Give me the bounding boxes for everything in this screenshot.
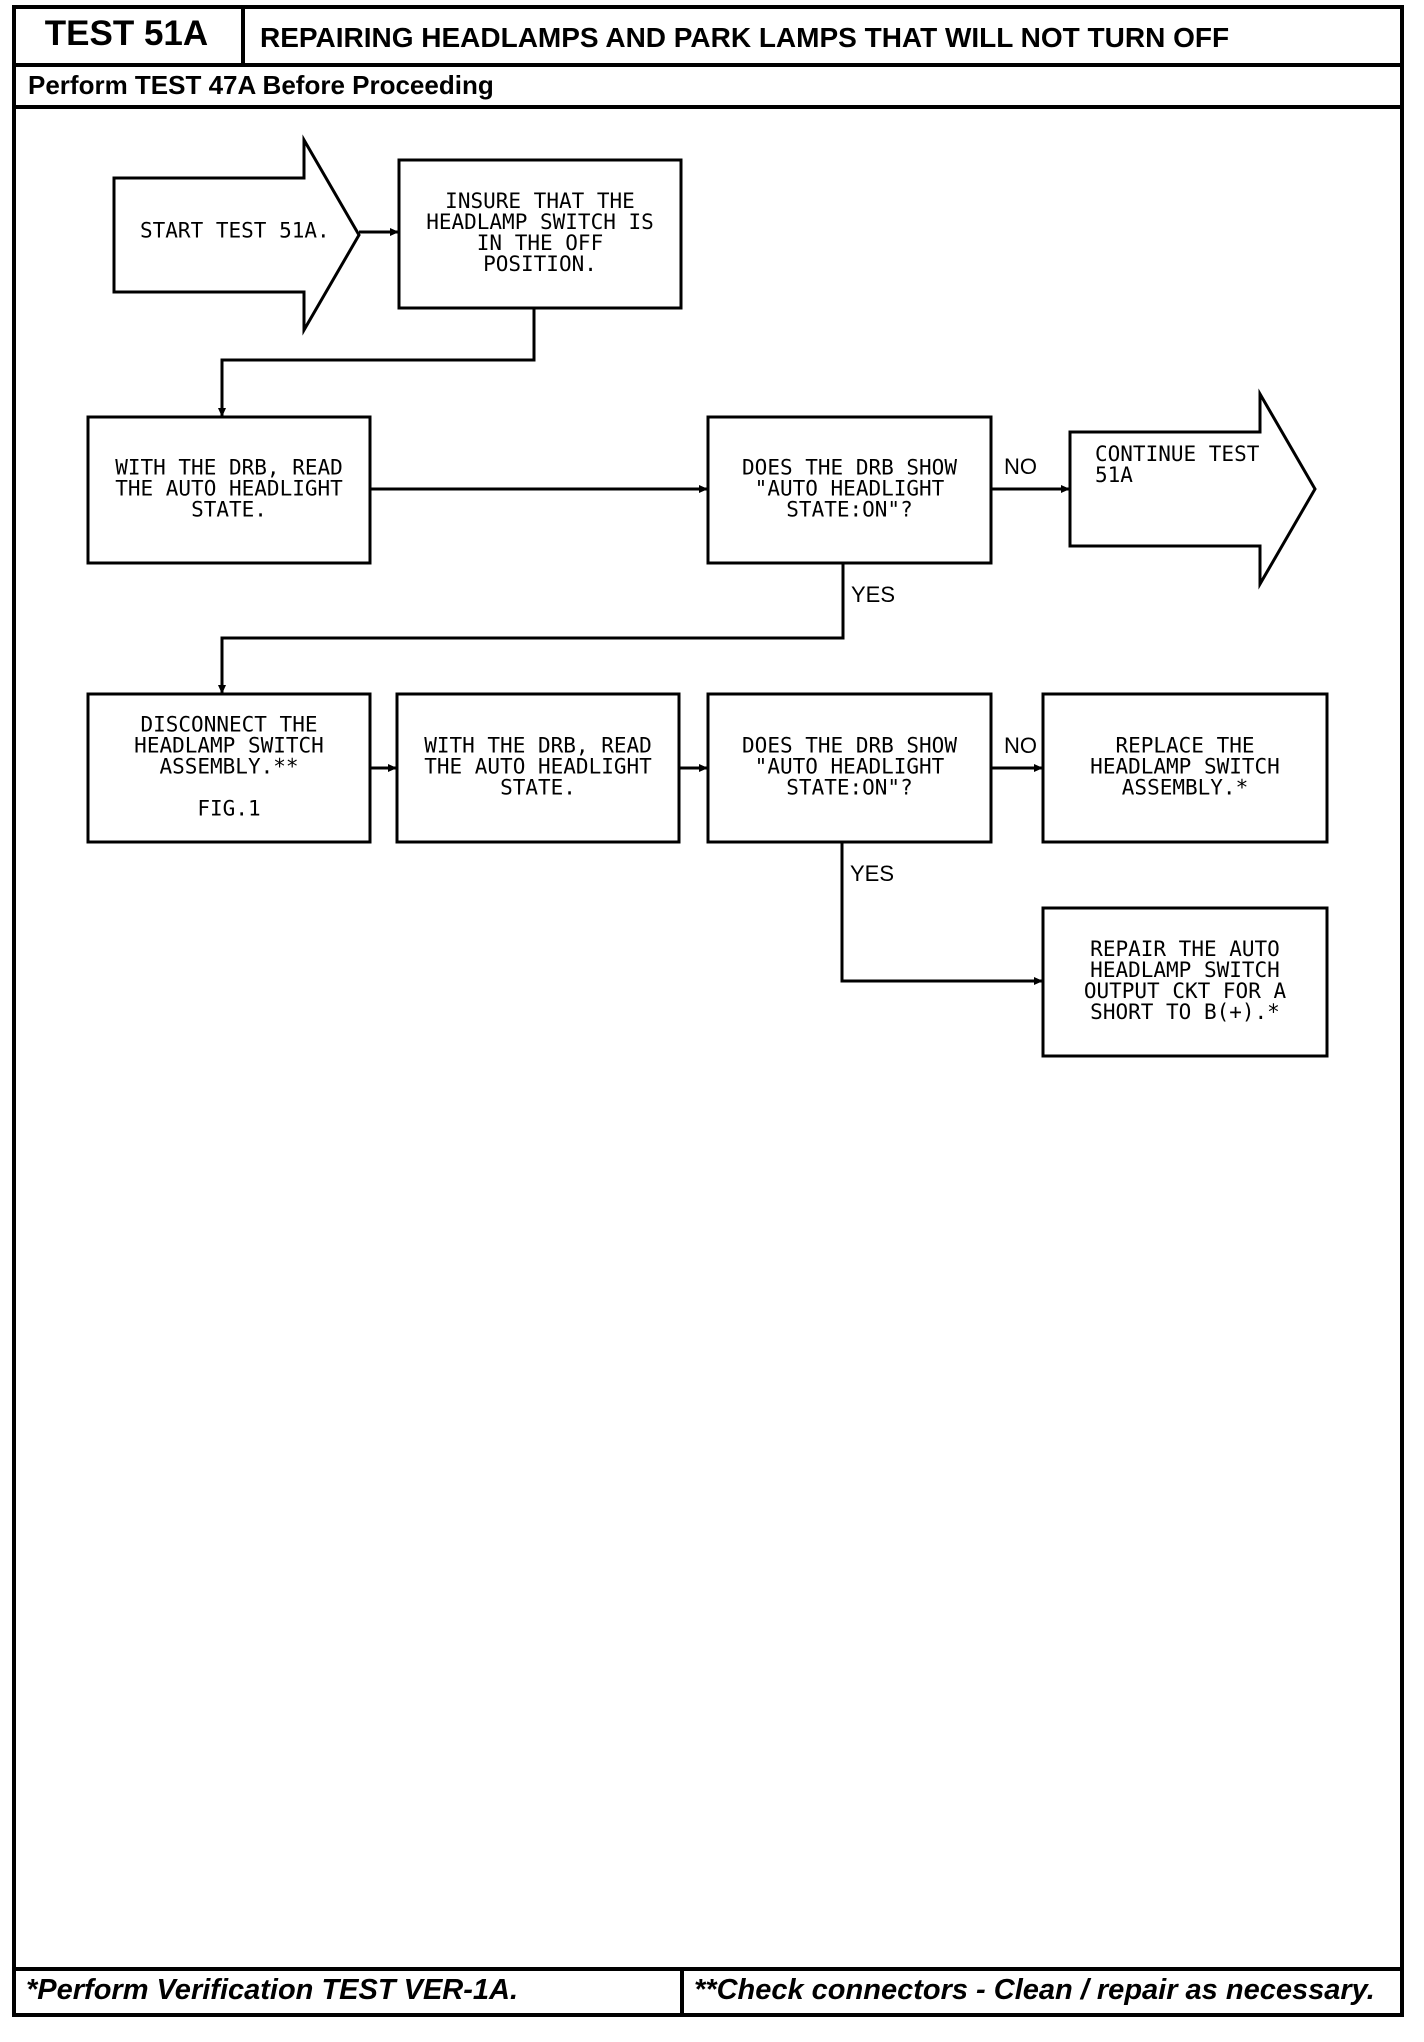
node-text-line: CONTINUE TEST: [1095, 442, 1260, 466]
node-text-line: 51A: [1095, 463, 1133, 487]
process-box: [395, 692, 681, 844]
page-title: REPAIRING HEADLAMPS AND PARK LAMPS THAT …: [260, 22, 1230, 53]
node-text-line: IN THE OFF: [477, 231, 603, 255]
flow-edge-decision2-to-repair: [840, 842, 1043, 985]
node-text-line: OUTPUT CKT FOR A: [1084, 979, 1287, 1003]
node-text-line: ASSEMBLY.**: [159, 755, 298, 779]
flow-node-decision2: DOES THE DRB SHOW"AUTO HEADLIGHTSTATE:ON…: [706, 692, 993, 844]
edge-label-yes: YES: [851, 582, 895, 607]
flow-node-decision1: DOES THE DRB SHOW"AUTO HEADLIGHTSTATE:ON…: [706, 415, 993, 565]
process-box: [706, 415, 993, 565]
flow-edge-decision1-to-disconnect: [218, 563, 845, 694]
node-text-line: HEADLAMP SWITCH IS: [426, 210, 654, 234]
edge-label-yes: YES: [850, 861, 894, 886]
node-text-line: REPAIR THE AUTO: [1090, 937, 1280, 961]
node-text-line: STATE.: [191, 498, 267, 522]
arrow-shape: [112, 134, 361, 336]
page-frame: [12, 5, 1404, 2017]
edges-layer: [218, 228, 1070, 985]
edge-labels-layer: NO YES NO YES: [850, 454, 1037, 886]
node-text-line: DOES THE DRB SHOW: [742, 456, 957, 480]
node-text-line: HEADLAMP SWITCH: [134, 734, 324, 758]
process-box: [86, 415, 372, 565]
node-text-line: THE AUTO HEADLIGHT: [424, 755, 652, 779]
node-text-line: FIG.1: [197, 797, 260, 821]
footer-column-divider: [680, 1967, 684, 2017]
node-text-line: "AUTO HEADLIGHT: [755, 477, 945, 501]
node-text-line: INSURE THAT THE: [445, 189, 635, 213]
process-box: [706, 692, 993, 844]
verification-note: *Perform Verification TEST VER-1A.: [26, 1974, 519, 2006]
node-text-line: SHORT TO B(+).*: [1090, 1000, 1280, 1024]
node-text-line: ASSEMBLY.*: [1122, 776, 1248, 800]
node-text-line: DISCONNECT THE: [140, 713, 317, 737]
node-text-line: REPLACE THE: [1115, 734, 1254, 758]
node-text-line: "AUTO HEADLIGHT: [755, 755, 945, 779]
arrow-shape: [1068, 388, 1317, 590]
node-text-line: STATE:ON"?: [786, 776, 912, 800]
prerequisite-note: Perform TEST 47A Before Proceeding: [28, 70, 494, 100]
edge-label-no: NO: [1004, 733, 1037, 758]
process-box: [397, 158, 683, 310]
node-text-line: HEADLAMP SWITCH: [1090, 755, 1280, 779]
process-box: [1041, 906, 1329, 1058]
footer-divider: [12, 1967, 1404, 1971]
node-text-line: STATE.: [500, 776, 576, 800]
node-text-line: DOES THE DRB SHOW: [742, 734, 957, 758]
node-text-line: WITH THE DRB, READ: [424, 734, 652, 758]
connector-note: **Check connectors - Clean / repair as n…: [694, 1974, 1375, 2006]
edge-label-no: NO: [1004, 454, 1037, 479]
node-text-line: STATE:ON"?: [786, 498, 912, 522]
node-text-line: THE AUTO HEADLIGHT: [115, 477, 343, 501]
flow-node-start: START TEST 51A.: [112, 134, 361, 336]
subheader-divider: [12, 105, 1404, 109]
node-text-line: START TEST 51A.: [140, 219, 330, 243]
test-id: TEST 51A: [44, 14, 209, 53]
node-text-line: WITH THE DRB, READ: [115, 456, 343, 480]
process-box: [86, 692, 372, 844]
flow-edge-insure-to-read1: [218, 308, 536, 417]
header-divider: [12, 63, 1404, 67]
process-box: [1041, 692, 1329, 844]
node-text-line: HEADLAMP SWITCH: [1090, 958, 1280, 982]
node-text-line: POSITION.: [483, 252, 597, 276]
